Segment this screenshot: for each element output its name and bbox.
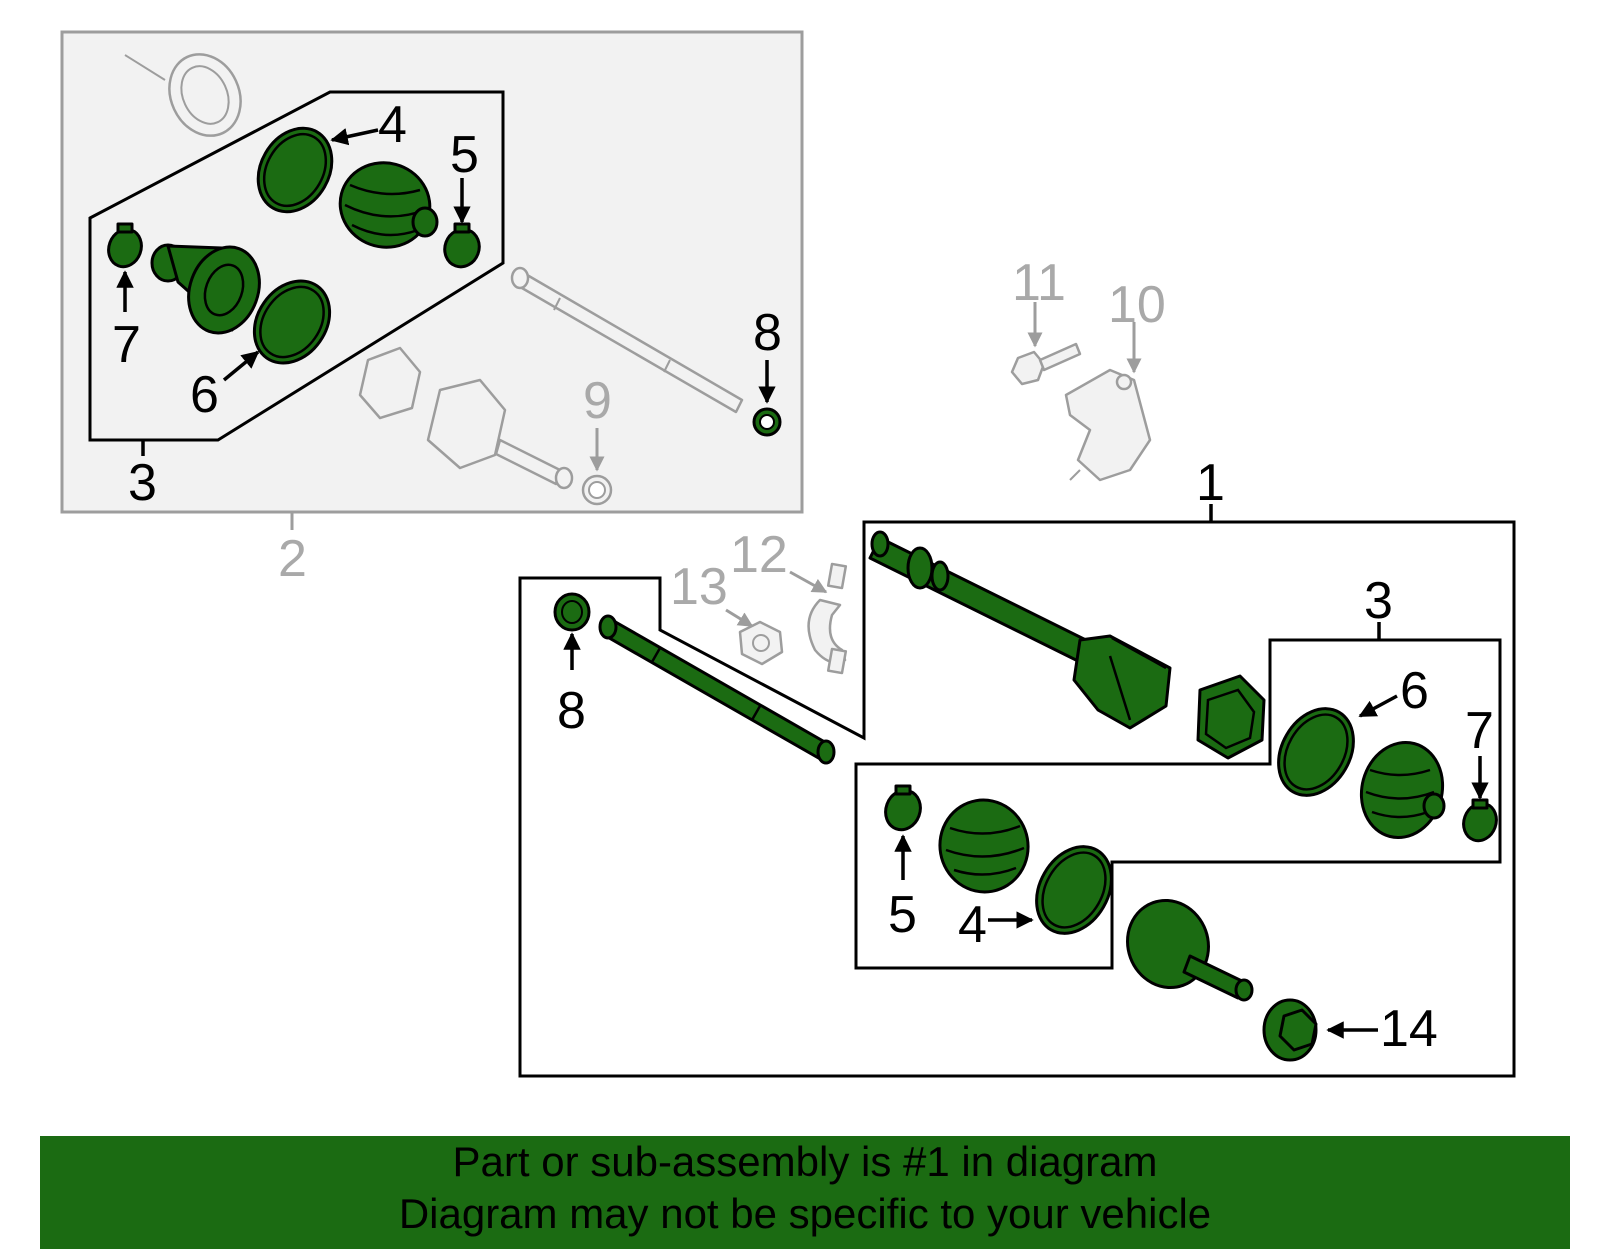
outer-cv-joint-ghost [124, 53, 242, 137]
callout-5-right: 5 [888, 886, 917, 944]
cv-boot-upper-left [338, 161, 439, 249]
callout-11: 11 [1012, 254, 1066, 312]
callout-4-right: 4 [958, 896, 987, 954]
callout-5-left: 5 [450, 126, 479, 184]
inner-shaft-right [598, 614, 836, 765]
tripod-spider [1196, 674, 1266, 760]
axle-shaft-main [868, 530, 1172, 730]
callout-3-left: 3 [128, 454, 157, 512]
callout-13: 13 [670, 558, 728, 616]
callout-7-left: 7 [112, 316, 141, 374]
snap-ring-8-right [553, 592, 591, 632]
tripod-housing-ghost [358, 346, 574, 490]
callout-6-left: 6 [190, 366, 219, 424]
callout-6-right: 6 [1400, 662, 1429, 720]
callout-7-right: 7 [1465, 702, 1494, 760]
callout-8-right: 8 [557, 682, 586, 740]
boot-seal-6-right [1277, 707, 1355, 797]
nut-13 [738, 620, 784, 666]
boot-seal-4-right [1035, 845, 1113, 935]
notice-line-2: Diagram may not be specific to your vehi… [398, 1190, 1212, 1237]
clamp-7-right [1462, 798, 1498, 843]
snap-ring-8-left [752, 407, 782, 437]
notice-line-1: Part or sub-assembly is #1 in diagram [452, 1138, 1158, 1185]
bracket-10 [1064, 368, 1152, 482]
snap-ring-9 [581, 474, 613, 506]
cv-boot-right-lower [938, 798, 1030, 894]
intermediate-shaft-ghost [510, 266, 744, 414]
outer-cv-joint [1126, 898, 1254, 1002]
cv-boot-lower-left [150, 243, 261, 335]
callout-12: 12 [730, 526, 788, 584]
callout-2: 2 [278, 530, 307, 588]
clamp-5-right [884, 784, 922, 832]
cv-boot-right-upper [1359, 740, 1446, 840]
boot-seal-6-left [252, 279, 332, 365]
callout-14: 14 [1380, 1000, 1438, 1058]
hub-nut-14 [1262, 998, 1318, 1062]
callout-10: 10 [1108, 276, 1166, 334]
heat-shield-12 [807, 562, 848, 675]
callout-4-left: 4 [378, 96, 407, 154]
callout-8-left: 8 [753, 304, 782, 362]
notice-banner: Part or sub-assembly is #1 in diagram Di… [40, 1136, 1570, 1249]
clamp-7-left [107, 222, 143, 269]
clamp-5-left [443, 222, 481, 269]
callout-1: 1 [1196, 454, 1225, 512]
callout-3-right: 3 [1364, 572, 1393, 630]
boot-seal-4-left [256, 126, 334, 214]
bolt-11 [1010, 342, 1082, 386]
callout-9: 9 [583, 372, 612, 430]
